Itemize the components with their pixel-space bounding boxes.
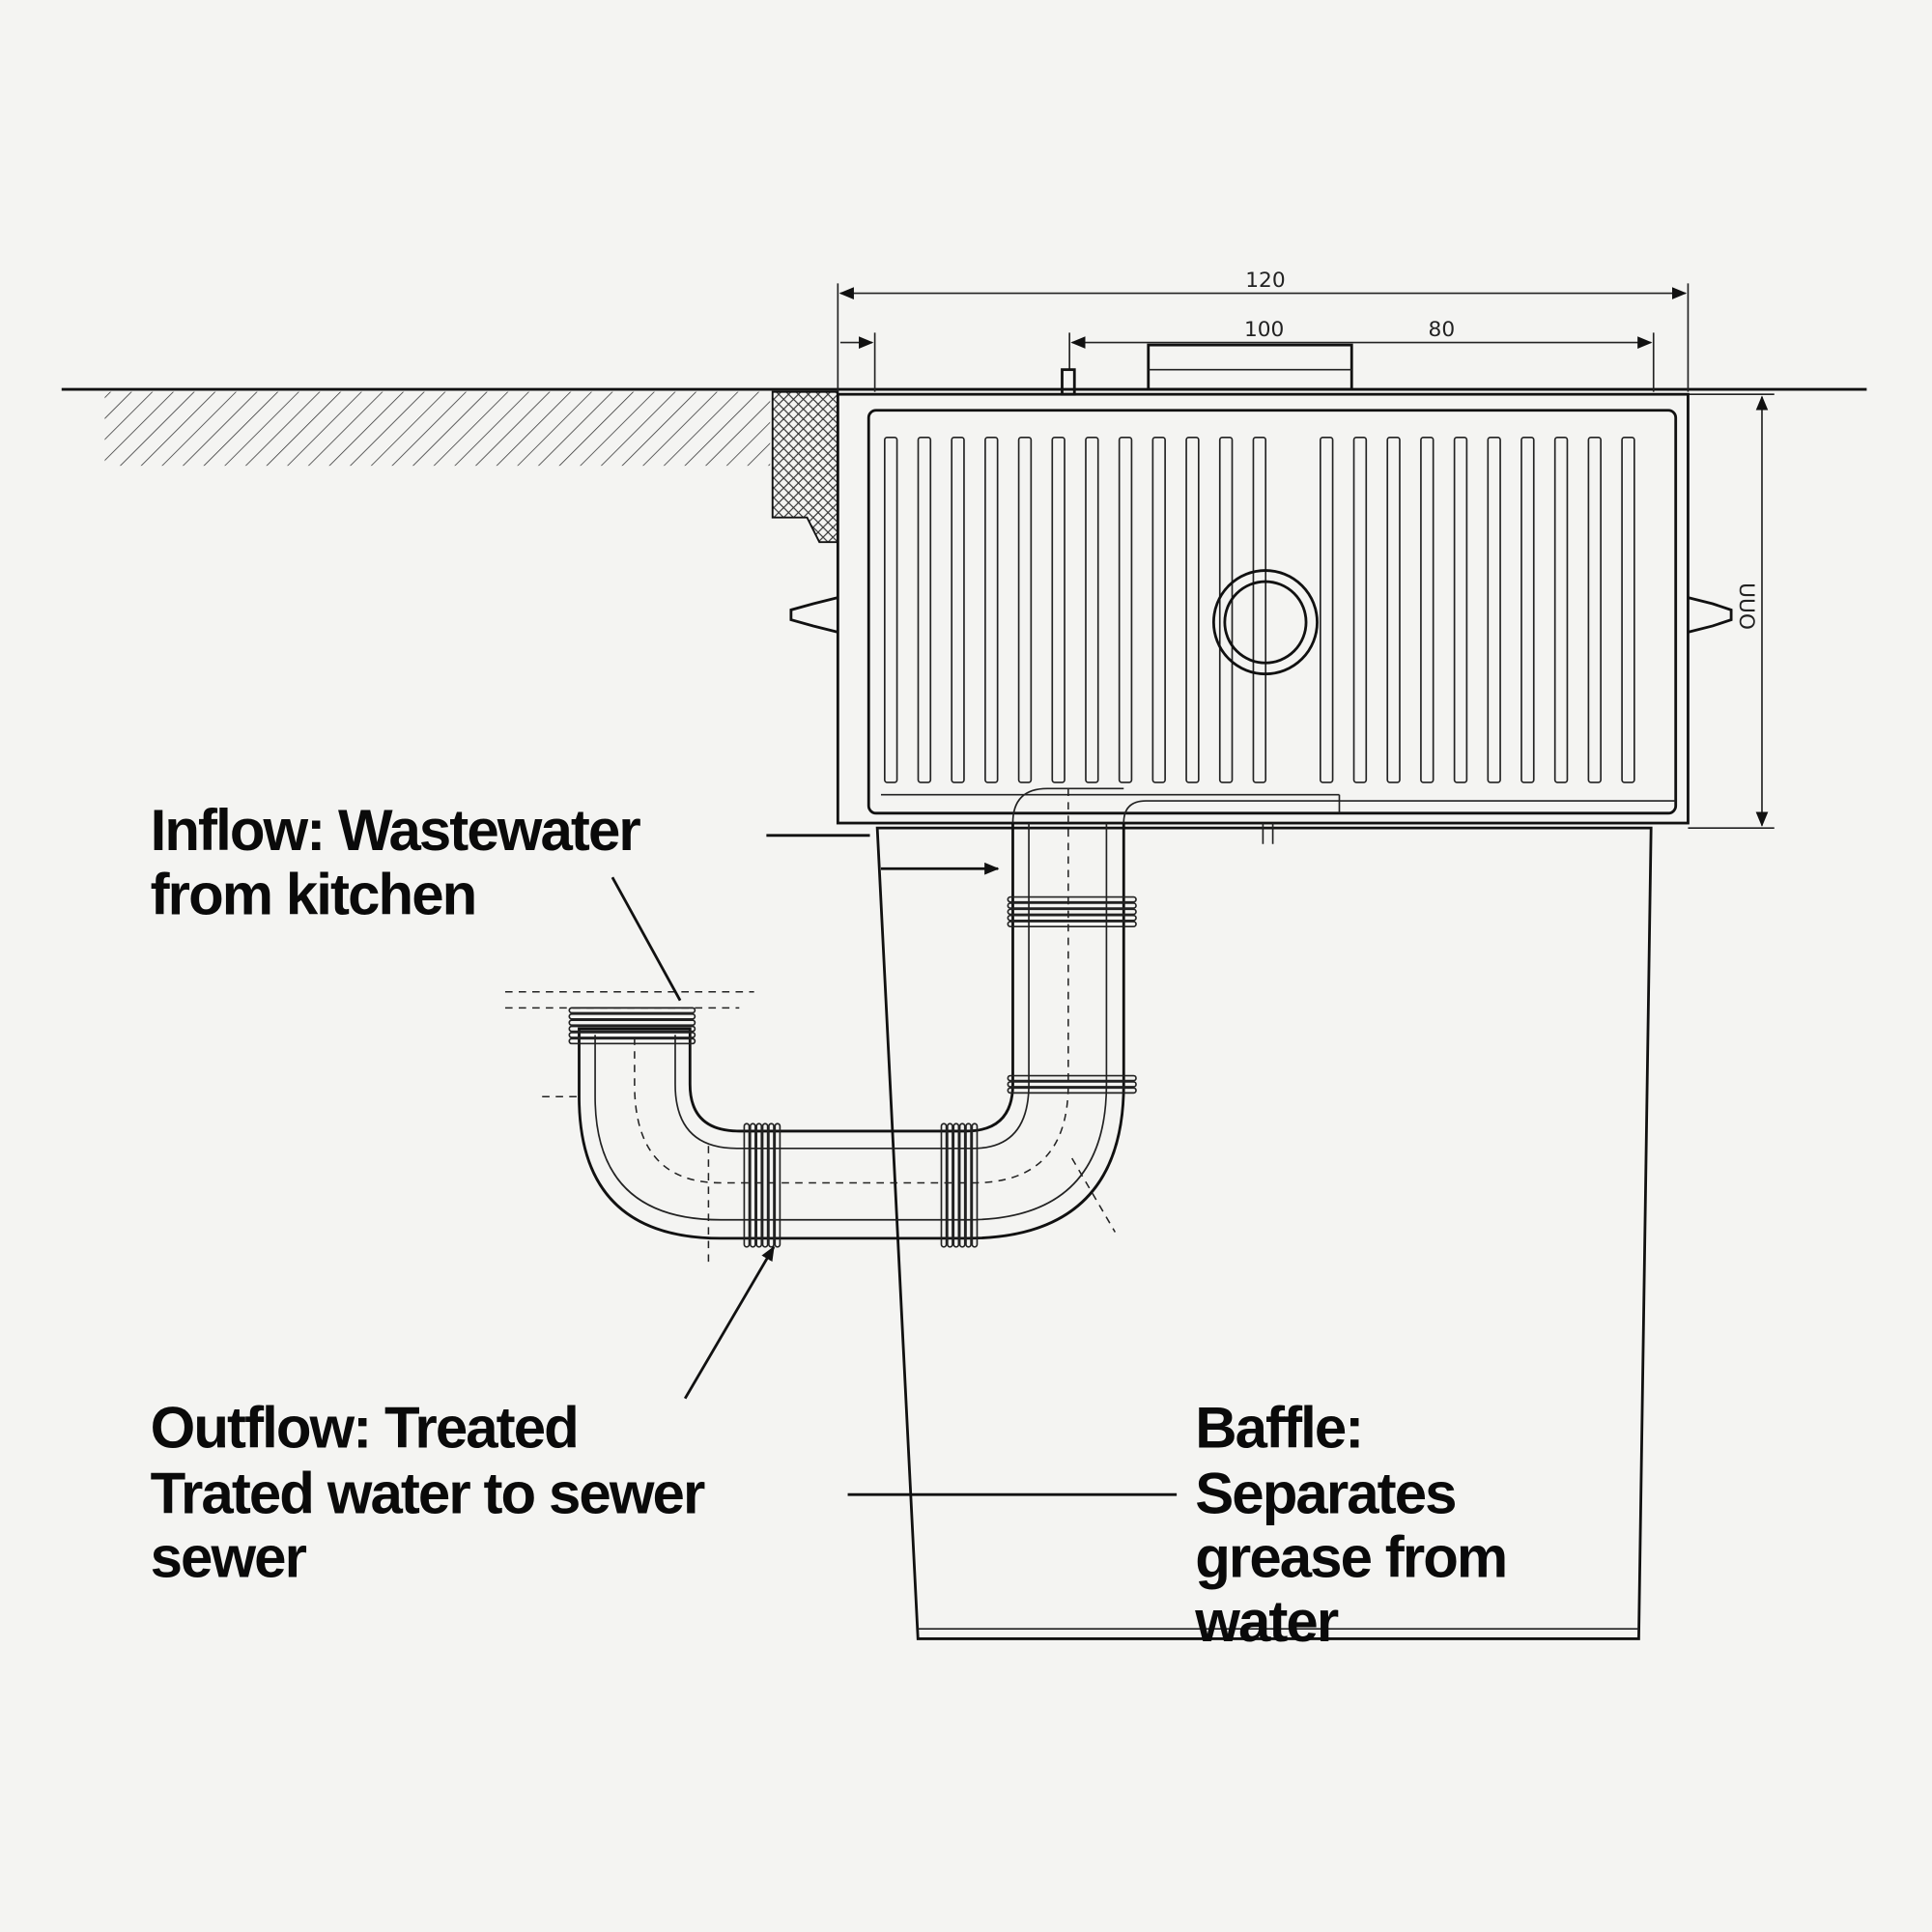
coupling-ring	[947, 1122, 953, 1248]
coupling-ring	[755, 1122, 763, 1248]
dimension-120: 120	[837, 269, 1690, 392]
grating-slat	[1352, 436, 1368, 783]
grating-slat	[1587, 436, 1602, 783]
grating-slat	[1017, 436, 1033, 783]
coupling-ring	[768, 1122, 775, 1248]
tank-upper-body	[836, 392, 1690, 825]
grating-slats	[883, 436, 1635, 783]
grating-slat	[1252, 436, 1267, 783]
outlet-pipe	[504, 787, 1676, 1264]
pipe-couplings	[568, 895, 1137, 1248]
coupling-ring	[1007, 908, 1137, 916]
grating-slat	[1218, 436, 1234, 783]
dimension-height: UUO	[1688, 393, 1775, 829]
coupling-ring	[965, 1122, 972, 1248]
coupling-ring	[971, 1122, 979, 1248]
grating-slat	[1320, 436, 1334, 783]
grating-slat	[1487, 436, 1501, 783]
coupling-ring	[958, 1122, 966, 1248]
coupling-ring	[1007, 914, 1137, 922]
grating-slat	[917, 436, 932, 783]
grating-slat	[1453, 436, 1468, 783]
svg-text:water: water	[1194, 1589, 1339, 1654]
coupling-ring	[1007, 902, 1137, 909]
coupling-ring	[749, 1122, 756, 1248]
dimension-100: 100 80	[839, 318, 1655, 392]
coupling-ring	[568, 1019, 696, 1027]
svg-text:100: 100	[1244, 318, 1284, 342]
grating-slat	[1621, 436, 1635, 783]
grating-slat	[1553, 436, 1569, 783]
grating-slat	[1085, 436, 1099, 783]
coupling-ring	[952, 1122, 960, 1248]
grating-slat	[1386, 436, 1401, 783]
inspection-port	[1211, 569, 1319, 676]
svg-text:grease from: grease from	[1195, 1525, 1506, 1590]
grating-slat	[984, 436, 999, 783]
grating-slat	[1420, 436, 1435, 783]
coupling-ring	[761, 1122, 769, 1248]
outflow-arrow	[683, 1245, 776, 1400]
access-hatch	[1147, 343, 1353, 391]
coupling-ring	[743, 1122, 751, 1248]
grating-slat	[1118, 436, 1133, 783]
coupling-ring	[568, 1012, 696, 1020]
grating-slat	[883, 436, 898, 783]
outflow-label: Outflow: Treated Trated water to sewer s…	[151, 1396, 707, 1590]
inflow-label: Inflow: Wastewater from kitchen	[151, 798, 643, 926]
svg-text:120: 120	[1245, 269, 1285, 293]
concrete-collar	[771, 390, 839, 544]
grating-slat	[951, 436, 965, 783]
coupling-ring	[1007, 921, 1137, 928]
coupling-ring	[568, 1025, 696, 1033]
tank-lower-body	[875, 826, 1653, 1640]
grating-slat	[1185, 436, 1200, 783]
grating-slat	[1151, 436, 1166, 783]
right-lifting-lug	[1688, 596, 1733, 634]
baffle-label: Baffle: Separates grease from water	[1194, 1396, 1508, 1654]
coupling-ring	[1007, 1081, 1137, 1088]
coupling-ring	[1007, 1074, 1137, 1082]
svg-text:Separates: Separates	[1195, 1461, 1455, 1525]
soil-hatching	[104, 391, 771, 467]
coupling-ring	[568, 1007, 696, 1014]
grating-slat	[1051, 436, 1065, 783]
grating-slat	[1520, 436, 1535, 783]
svg-text:80: 80	[1429, 318, 1456, 342]
coupling-ring	[568, 1037, 696, 1045]
svg-text:Outflow: Treated: Outflow: Treated	[151, 1396, 578, 1461]
coupling-ring	[1007, 895, 1137, 903]
svg-text:from kitchen: from kitchen	[151, 862, 476, 926]
svg-text:sewer: sewer	[151, 1525, 307, 1590]
coupling-ring	[1007, 1087, 1137, 1094]
svg-text:Baffle:: Baffle:	[1195, 1396, 1362, 1461]
coupling-ring	[774, 1122, 781, 1248]
left-lifting-lug	[789, 596, 838, 634]
coupling-ring	[568, 1032, 696, 1038]
svg-text:Inflow: Wastewater: Inflow: Wastewater	[151, 798, 641, 863]
svg-text:UUO: UUO	[1734, 582, 1758, 630]
svg-text:Trated water to sewer: Trated water to sewer	[151, 1461, 705, 1525]
coupling-ring	[940, 1122, 948, 1248]
